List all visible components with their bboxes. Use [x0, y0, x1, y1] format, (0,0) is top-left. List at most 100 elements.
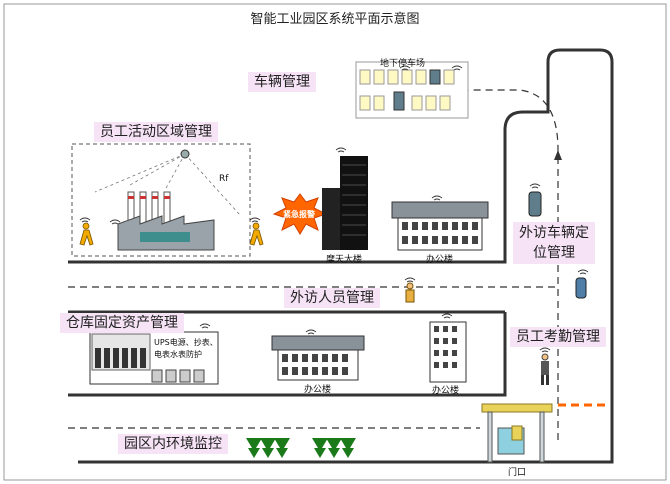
- window: [462, 236, 468, 244]
- window: [332, 367, 338, 375]
- parking-space: [373, 69, 385, 85]
- office-roof: [271, 335, 365, 351]
- warehouse-icon: [89, 331, 219, 385]
- staff-activity-zone: [71, 143, 251, 257]
- caption-alarm: 紧急报警: [283, 210, 315, 219]
- office-body: [397, 217, 483, 251]
- tower-window-lines: [342, 164, 366, 236]
- tower-main: [340, 156, 368, 250]
- window: [443, 338, 448, 344]
- road-outer-loop: [68, 48, 614, 464]
- parking-space: [415, 69, 427, 85]
- frame-border: [3, 3, 667, 481]
- rf-signal-lines: [94, 153, 241, 216]
- rack: [131, 348, 137, 368]
- rf-line: [184, 153, 241, 216]
- road-network: [68, 48, 614, 464]
- wifi-icon: [577, 269, 589, 275]
- window: [292, 354, 298, 362]
- person-head: [406, 282, 414, 290]
- office-roof: [391, 201, 489, 219]
- window: [342, 367, 348, 375]
- parking-space: [359, 69, 371, 85]
- gate-post: [539, 411, 545, 463]
- parking-space: [443, 69, 455, 85]
- office-building-icon-1: [391, 201, 489, 251]
- window: [282, 367, 288, 375]
- wifi-icon: [431, 195, 443, 201]
- parking-space: [401, 69, 413, 85]
- person-body: [541, 361, 549, 375]
- rf-line: [164, 153, 186, 191]
- visitor-car-icon-2: [575, 277, 587, 299]
- walking-person-icon-2: [249, 222, 264, 246]
- window: [434, 326, 439, 332]
- wifi-icon: [335, 147, 347, 153]
- window: [452, 350, 457, 356]
- chimney-stripe: [164, 196, 170, 199]
- window: [302, 367, 308, 375]
- office-building-icon-2: [271, 335, 365, 381]
- window: [422, 236, 428, 244]
- label-visitor-vehicle-line2: 位管理: [533, 245, 575, 261]
- box: [179, 369, 191, 383]
- person-leg: [541, 375, 544, 385]
- window: [312, 367, 318, 375]
- tree-icon: [274, 438, 290, 458]
- gate-roof: [481, 403, 553, 413]
- window: [452, 222, 458, 230]
- window: [322, 367, 328, 375]
- office-windows: [282, 354, 348, 375]
- factory-windows: [140, 232, 190, 242]
- parked-car: [429, 69, 441, 85]
- label-staff-activity: 员工活动区域管理: [94, 122, 218, 142]
- label-visitor-staff: 外访人员管理: [284, 288, 380, 308]
- person-head: [541, 353, 549, 361]
- parking-cars: [359, 69, 455, 111]
- factory-icon: [117, 191, 215, 251]
- person-leg: [546, 375, 549, 385]
- window: [292, 367, 298, 375]
- window: [462, 222, 468, 230]
- rf-line: [129, 153, 186, 186]
- tree-icon: [326, 438, 342, 458]
- chimney-stripe: [140, 196, 146, 199]
- label-environment-monitor: 园区内环境监控: [118, 434, 228, 454]
- lane-lines: [68, 89, 559, 440]
- window: [302, 354, 308, 362]
- wifi-icon: [539, 347, 551, 353]
- caption-parking: 地下停车场: [380, 59, 426, 69]
- window: [443, 350, 448, 356]
- office-windows: [402, 222, 478, 244]
- rack: [95, 348, 101, 368]
- window: [434, 338, 439, 344]
- chimney-stripe: [152, 196, 158, 199]
- person-body: [405, 289, 415, 303]
- label-warehouse-assets: 仓库固定资产管理: [60, 313, 184, 333]
- wifi-icon: [79, 217, 91, 223]
- wifi-icon: [305, 329, 317, 335]
- caption-warehouse-note-2: 电表水表防护: [154, 350, 202, 359]
- parking-space: [373, 95, 385, 111]
- rack: [140, 348, 146, 368]
- walking-person-icon-1: [79, 222, 94, 246]
- gate-post: [487, 411, 493, 463]
- window: [402, 236, 408, 244]
- label-visitor-vehicle-line1: 外访车辆定: [519, 225, 589, 241]
- caption-office-3: 办公楼: [432, 386, 460, 396]
- wifi-icon: [451, 65, 463, 71]
- caption-skyscraper: 摩天大楼: [326, 255, 363, 265]
- tree-icon: [260, 438, 276, 458]
- office-building-icon-3: [429, 321, 467, 383]
- skyscraper-icon: [322, 156, 368, 250]
- window: [443, 326, 448, 332]
- rack: [104, 348, 110, 368]
- wifi-icon: [249, 217, 261, 223]
- caption-warehouse-note-1: UPS电源、抄表、: [154, 338, 218, 347]
- window: [432, 222, 438, 230]
- rf-reader-icon: [180, 149, 190, 159]
- parking-space: [387, 69, 399, 85]
- box: [165, 369, 177, 383]
- parking-space: [411, 95, 423, 111]
